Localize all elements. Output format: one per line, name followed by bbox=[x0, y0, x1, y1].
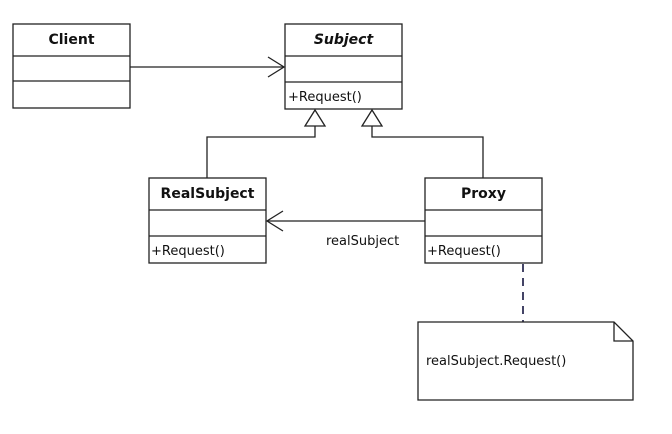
generalization-real-subject-triangle bbox=[303, 108, 327, 127]
note: realSubject.Request() bbox=[417, 321, 634, 401]
note-folded-corner bbox=[613, 322, 633, 342]
generalization-real-subject bbox=[206, 108, 327, 178]
note-text: realSubject.Request() bbox=[426, 354, 566, 369]
class-client: Client bbox=[12, 23, 131, 109]
class-real-subject-box bbox=[148, 177, 267, 264]
class-subject-name: Subject bbox=[314, 32, 375, 48]
class-subject-box bbox=[284, 23, 403, 110]
association-client-subject bbox=[130, 56, 286, 78]
class-client-box bbox=[12, 23, 131, 109]
note-body bbox=[417, 321, 634, 401]
generalization-real-subject-line bbox=[206, 126, 316, 178]
class-real-subject: RealSubject +Request() bbox=[148, 177, 267, 264]
association-role-label: realSubject bbox=[326, 234, 399, 249]
class-proxy-name: Proxy bbox=[461, 186, 506, 202]
generalization-proxy-triangle bbox=[360, 108, 384, 127]
class-proxy: Proxy +Request() bbox=[424, 177, 543, 264]
association-client-subject-arrowhead bbox=[267, 56, 286, 78]
class-real-subject-name: RealSubject bbox=[161, 186, 255, 202]
generalization-proxy-line bbox=[371, 126, 484, 178]
class-client-name: Client bbox=[48, 32, 94, 48]
association-proxy-real-subject: realSubject bbox=[265, 210, 425, 249]
class-real-subject-operation: +Request() bbox=[151, 244, 225, 259]
class-subject: Subject +Request() bbox=[284, 23, 403, 110]
generalization-proxy bbox=[360, 108, 484, 178]
class-proxy-operation: +Request() bbox=[427, 244, 501, 259]
class-subject-operation: +Request() bbox=[288, 90, 362, 105]
association-proxy-real-subject-arrowhead bbox=[265, 210, 284, 232]
